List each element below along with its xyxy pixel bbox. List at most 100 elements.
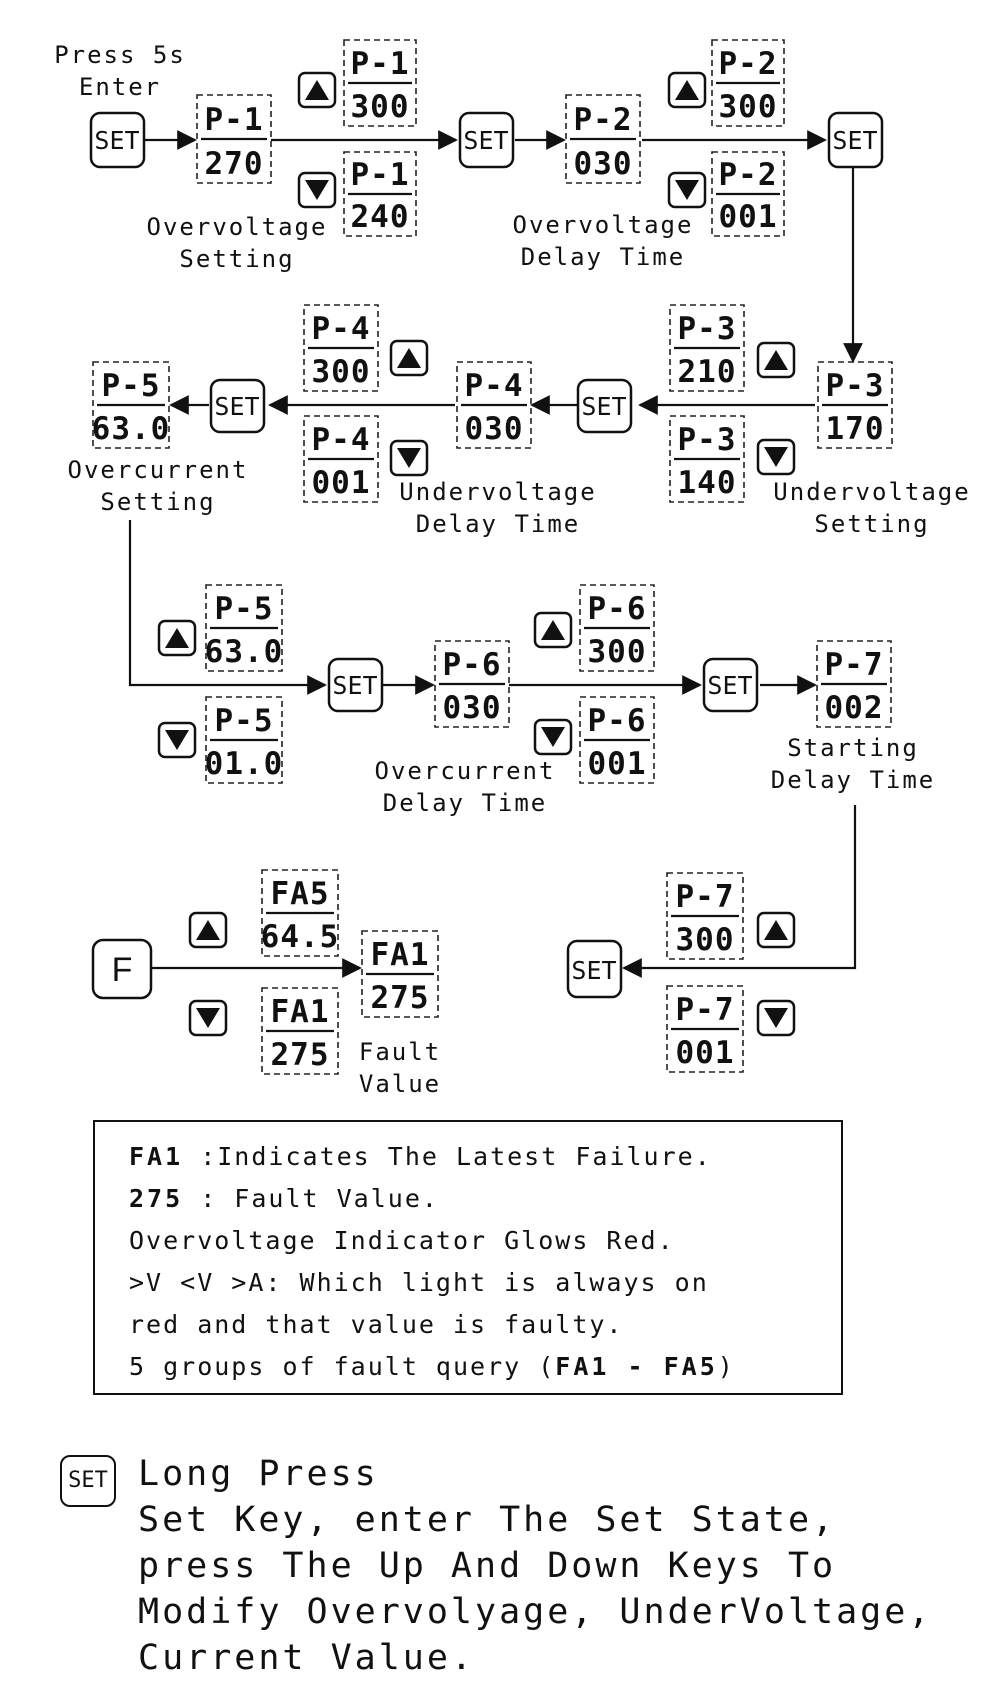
set-key[interactable]: SET [566,939,623,999]
svg-text:Delay Time: Delay Time [521,243,686,271]
set-key[interactable]: SET [89,111,146,169]
svg-text:300: 300 [719,89,778,125]
svg-text:240: 240 [351,199,410,235]
svg-text:P-4: P-4 [465,368,524,404]
svg-text:Overvoltage: Overvoltage [147,213,328,241]
display-fault-up: FA5 64.5 [261,869,340,957]
svg-text:P-7: P-7 [676,992,735,1028]
note-line-4: >V <V >A: Which light is always on [129,1268,709,1297]
set-key[interactable]: SET [827,111,884,169]
down-arrow-button[interactable] [533,718,573,756]
svg-text:001: 001 [312,465,371,501]
svg-text:275: 275 [271,1037,330,1073]
down-arrow-button[interactable] [667,171,707,209]
svg-text:P-6: P-6 [443,647,502,683]
svg-text:030: 030 [574,146,633,182]
svg-text:SET: SET [832,126,877,155]
up-arrow-button[interactable] [157,619,197,657]
svg-text:275: 275 [371,980,430,1016]
svg-text:Delay Time: Delay Time [771,766,936,794]
down-arrow-button[interactable] [297,171,337,209]
down-arrow-button[interactable] [756,999,796,1037]
undervoltage-setting-label: Undervoltage Setting [773,478,968,538]
svg-text:300: 300 [312,354,371,390]
svg-text:002: 002 [825,690,884,726]
up-arrow-button[interactable] [389,339,429,377]
svg-text:Overcurrent: Overcurrent [375,757,556,785]
down-arrow-button[interactable] [157,721,197,759]
svg-text:Overvoltage: Overvoltage [513,211,694,239]
svg-text:Value: Value [359,1070,441,1098]
svg-text:P-4: P-4 [312,311,371,347]
up-arrow-button[interactable] [667,71,707,109]
svg-text:Press 5s: Press 5s [54,41,186,69]
svg-text:Undervoltage: Undervoltage [399,478,596,506]
svg-text:P-6: P-6 [588,703,647,739]
set-key-icon: SET [60,1455,116,1507]
svg-text:P-6: P-6 [588,591,647,627]
svg-text:P-1: P-1 [205,102,264,138]
svg-text:Starting: Starting [787,734,919,762]
svg-text:P-3: P-3 [826,368,885,404]
svg-text:FA1: FA1 [271,994,330,1030]
svg-text:SET: SET [94,126,139,155]
svg-text:P-3: P-3 [678,311,737,347]
svg-text:64.5: 64.5 [261,919,340,955]
svg-text:FA5: FA5 [271,876,330,912]
down-arrow-button[interactable] [389,439,429,477]
note-line-2: 275 : Fault Value. [129,1184,439,1213]
down-arrow-button[interactable] [188,999,228,1037]
svg-text:Enter: Enter [79,73,161,101]
up-arrow-button[interactable] [297,71,337,109]
set-key[interactable]: SET [458,111,515,169]
svg-text:Setting: Setting [814,510,929,538]
note-line-6: 5 groups of fault query (FA1 - FA5) [129,1352,735,1381]
f-key[interactable]: F [91,938,153,1000]
svg-text:63.0: 63.0 [92,411,171,447]
down-arrow-button[interactable] [756,438,796,476]
instruction-text: Long Press Set Key, enter The Set State,… [138,1454,933,1678]
svg-text:SET: SET [332,671,377,700]
svg-text:Delay Time: Delay Time [383,789,548,817]
up-arrow-button[interactable] [533,611,573,649]
svg-text:030: 030 [443,690,502,726]
display-p5-up: P-563.0 [205,584,283,672]
svg-text:210: 210 [678,354,737,390]
svg-text:170: 170 [826,411,885,447]
set-key[interactable]: SET [702,657,759,713]
svg-text:P-2: P-2 [719,46,778,82]
overcurrent-delay-label: Overcurrent Delay Time [375,757,556,817]
set-key[interactable]: SET [209,378,266,434]
svg-text:P-2: P-2 [719,157,778,193]
svg-text:P-5: P-5 [215,591,274,627]
svg-text:P-2: P-2 [574,102,633,138]
note-line-5: red and that value is faulty. [129,1310,624,1339]
svg-text:SET: SET [581,392,626,421]
up-arrow-button[interactable] [188,911,228,949]
svg-text:P-7: P-7 [676,879,735,915]
svg-text:SET: SET [707,671,752,700]
fault-value-label: Fault Value [359,1038,441,1098]
svg-text:P-7: P-7 [825,647,884,683]
overvoltage-delay-label: Overvoltage Delay Time [513,211,694,271]
up-arrow-button[interactable] [756,341,796,379]
set-key[interactable]: SET [576,378,633,434]
fault-code: FA1 [129,1142,184,1171]
set-key[interactable]: SET [327,657,384,713]
svg-text:SET: SET [463,126,508,155]
note-line-1: FA1 :Indicates The Latest Failure. [129,1142,712,1171]
display-p5-down: P-501.0 [205,696,283,784]
up-arrow-button[interactable] [756,911,796,949]
svg-text:001: 001 [719,199,778,235]
